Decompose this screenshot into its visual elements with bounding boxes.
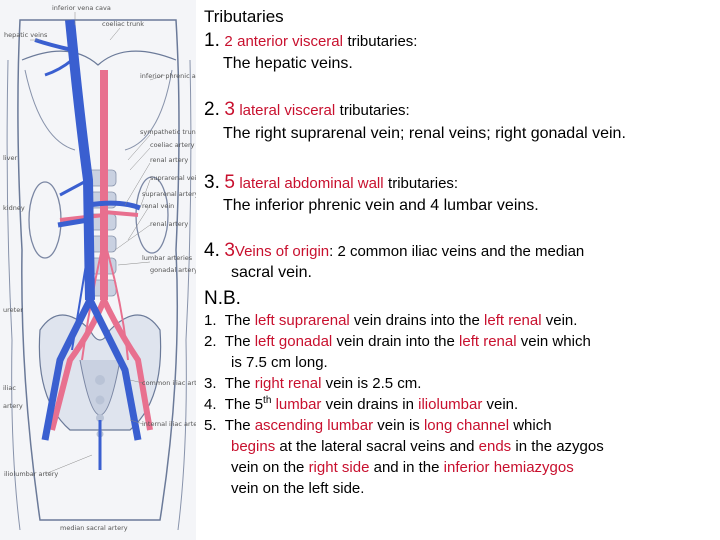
highlighted-term: lumbar xyxy=(275,396,322,413)
highlighted-term: begins xyxy=(231,438,276,455)
section-count: 3 xyxy=(224,99,235,120)
nb-item-number: 5. xyxy=(204,417,221,434)
svg-text:artery: artery xyxy=(3,402,23,410)
svg-text:inferior phrenic artery: inferior phrenic artery xyxy=(140,72,196,80)
nb-text: vein drain into the xyxy=(332,333,460,350)
nb-item-number: 2. xyxy=(204,333,221,350)
svg-text:median sacral artery: median sacral artery xyxy=(60,524,128,532)
svg-text:internal iliac artery: internal iliac artery xyxy=(142,420,196,428)
section-3-description: The inferior phrenic vein and 4 lumbar v… xyxy=(223,197,539,214)
svg-text:kidney: kidney xyxy=(3,204,25,212)
svg-text:gonadal artery: gonadal artery xyxy=(150,266,196,274)
section-number: 3. xyxy=(204,172,220,193)
nb-heading: N.B. xyxy=(204,288,241,309)
svg-text:renal vein: renal vein xyxy=(142,202,174,210)
section-4-description: sacral vein. xyxy=(231,264,312,281)
highlighted-term: left renal xyxy=(459,333,517,350)
section-count: 2 xyxy=(224,33,233,50)
section-count: 3 xyxy=(224,240,235,261)
svg-text:suprarenal artery: suprarenal artery xyxy=(142,190,196,198)
nb-text: vein drains in xyxy=(321,396,419,413)
section-1-description: The hepatic veins. xyxy=(223,55,353,72)
nb-text: vein. xyxy=(541,312,578,329)
section-category: Veins of origin xyxy=(234,243,330,260)
nb-item-continuation: is 7.5 cm long. xyxy=(231,354,328,371)
nb-item: 4. The 5th lumbar vein drains in iliolum… xyxy=(204,395,519,414)
svg-text:coeliac artery: coeliac artery xyxy=(150,141,195,149)
section-suffix: tributaries: xyxy=(388,175,459,192)
section-3-heading: 3. 5 lateral abdominal wall tributaries: xyxy=(204,172,458,194)
anatomy-figure: inferior vena cava hepatic veins coeliac… xyxy=(0,0,196,540)
section-number: 2. xyxy=(204,99,220,120)
nb-item-continuation: begins at the lateral sacral veins and e… xyxy=(231,438,604,455)
svg-text:suprarenal vein: suprarenal vein xyxy=(150,174,196,182)
svg-text:sympathetic trunk: sympathetic trunk xyxy=(140,128,196,136)
nb-item-number: 1. xyxy=(204,312,221,329)
nb-text: The xyxy=(224,375,255,392)
nb-text: The xyxy=(224,417,255,434)
highlighted-term: right renal xyxy=(254,375,322,392)
svg-text:renal artery: renal artery xyxy=(150,156,188,164)
section-suffix: tributaries: xyxy=(347,33,418,50)
section-number: 4. xyxy=(204,240,220,261)
section-category: anterior visceral xyxy=(237,33,343,50)
highlighted-term: inferior hemiazygos xyxy=(443,459,574,476)
highlighted-term: iliolumbar xyxy=(418,396,483,413)
nb-text: th xyxy=(263,395,272,406)
nb-text: The 5 xyxy=(224,396,264,413)
nb-text: vein is xyxy=(373,417,424,434)
nb-text: vein on the left side. xyxy=(231,480,365,497)
svg-text:liver: liver xyxy=(3,154,17,162)
highlighted-term: right side xyxy=(308,459,370,476)
nb-text: is 7.5 cm long. xyxy=(231,354,328,371)
nb-text: vein drains into the xyxy=(349,312,485,329)
highlighted-term: long channel xyxy=(423,417,510,434)
nb-text: vein which xyxy=(516,333,591,350)
section-suffix: : 2 common iliac veins and the median xyxy=(329,243,585,260)
svg-text:renal artery: renal artery xyxy=(150,220,188,228)
section-category: lateral visceral xyxy=(239,102,336,119)
svg-text:ureter: ureter xyxy=(3,306,23,314)
highlighted-term: ascending lumbar xyxy=(254,417,374,434)
nb-item: 5. The ascending lumbar vein is long cha… xyxy=(204,417,552,434)
nb-text: vein. xyxy=(482,396,519,413)
highlighted-term: left renal xyxy=(484,312,542,329)
svg-text:inferior vena cava: inferior vena cava xyxy=(52,4,111,12)
section-count: 5 xyxy=(224,172,235,193)
svg-text:hepatic veins: hepatic veins xyxy=(4,31,48,39)
highlighted-term: left suprarenal xyxy=(254,312,350,329)
svg-text:iliac: iliac xyxy=(3,384,16,392)
section-suffix: tributaries: xyxy=(339,102,410,119)
svg-text:lumbar arteries: lumbar arteries xyxy=(142,254,193,262)
nb-text: The xyxy=(224,333,255,350)
nb-item-number: 4. xyxy=(204,396,221,413)
nb-text: vein on the xyxy=(231,459,309,476)
nb-item: 3. The right renal vein is 2.5 cm. xyxy=(204,375,421,392)
nb-text: at the lateral sacral veins and xyxy=(275,438,479,455)
nb-item-number: 3. xyxy=(204,375,221,392)
nb-item-continuation: vein on the left side. xyxy=(231,480,364,497)
nb-text: which xyxy=(509,417,552,434)
nb-item: 1. The left suprarenal vein drains into … xyxy=(204,312,577,329)
section-number: 1. xyxy=(204,30,220,51)
section-1-heading: 1. 2 anterior visceral tributaries: xyxy=(204,30,417,52)
nb-item: 2. The left gonadal vein drain into the … xyxy=(204,333,591,350)
highlighted-term: ends xyxy=(478,438,512,455)
nb-item-continuation: vein on the right side and in the inferi… xyxy=(231,459,574,476)
highlighted-term: left gonadal xyxy=(254,333,333,350)
nb-text: in the azygos xyxy=(511,438,604,455)
nb-text: The xyxy=(224,312,255,329)
svg-text:coeliac trunk: coeliac trunk xyxy=(102,20,144,28)
section-2-description: The right suprarenal vein; renal veins; … xyxy=(223,125,626,142)
nb-text: vein is 2.5 cm. xyxy=(321,375,422,392)
section-category: lateral abdominal wall xyxy=(239,175,384,192)
svg-text:common iliac artery: common iliac artery xyxy=(142,379,196,387)
page-title: Tributaries xyxy=(204,7,284,26)
svg-text:iliolumbar artery: iliolumbar artery xyxy=(4,470,58,478)
section-4-heading: 4. 3Veins of origin: 2 common iliac vein… xyxy=(204,240,584,262)
section-2-heading: 2. 3 lateral visceral tributaries: xyxy=(204,99,410,121)
nb-text: and in the xyxy=(369,459,444,476)
